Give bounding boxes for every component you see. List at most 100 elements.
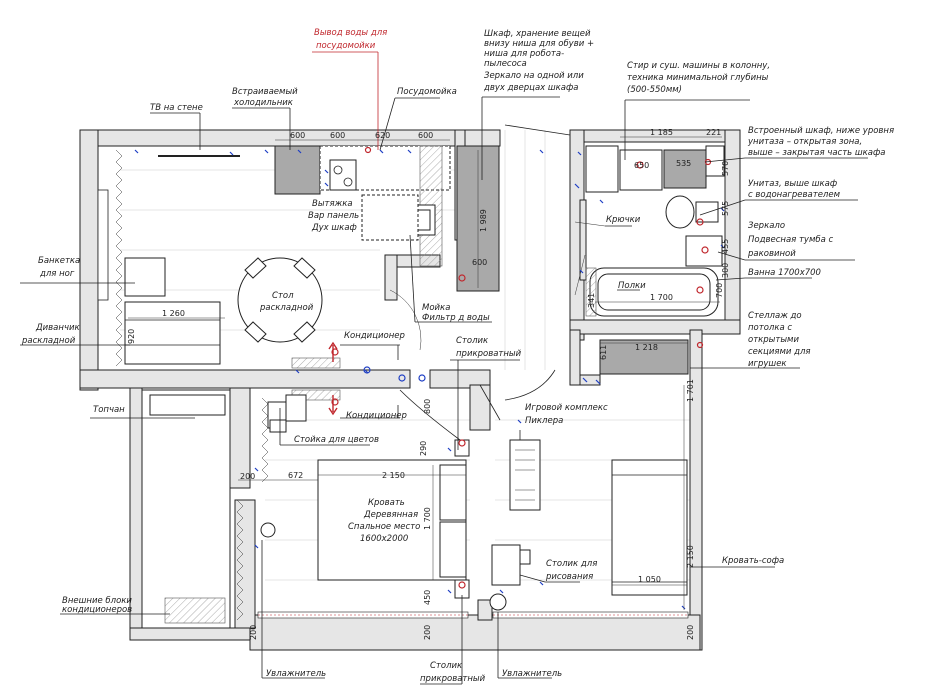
label-ext-ac-2: кондиционеров <box>62 605 132 615</box>
small-sofa <box>124 301 221 365</box>
sockets <box>134 149 725 610</box>
label-bed-4: 1600х2000 <box>360 534 408 544</box>
label-topchan: Топчан <box>93 405 125 415</box>
loggia <box>141 389 244 629</box>
label-dishwasher: Посудомойка <box>397 87 457 97</box>
dim-d200: 200 <box>240 472 255 481</box>
windows <box>115 149 689 619</box>
doors <box>389 124 586 441</box>
dim-d450: 450 <box>423 590 432 605</box>
label-flower: Стойка для цветов <box>294 435 379 445</box>
dim-d290: 290 <box>419 441 428 456</box>
label-drawing-2: рисования <box>545 572 593 582</box>
dim-b341: 341 <box>587 293 596 308</box>
label-bed-1: Кровать <box>368 498 405 508</box>
dim-s920: 920 <box>127 329 136 344</box>
label-rack-3: открытыми <box>748 335 799 345</box>
label-wardrobe-1: Шкаф, хранение вещей <box>484 29 591 39</box>
label-bedside1-1: Столик <box>456 336 489 346</box>
label-sofa-small-1: Диванчик <box>35 323 80 333</box>
label-fridge-1: Встраиваемый <box>232 87 298 97</box>
label-bed-2: Деревянная <box>363 510 418 520</box>
bathroom <box>585 145 725 317</box>
label-bath: Ванна 1700х700 <box>748 268 821 278</box>
label-shelves: Полки <box>618 281 646 291</box>
flower-stand <box>267 394 307 433</box>
label-washer-1: Стир и суш. машины в колонну, <box>627 61 770 71</box>
label-humid2: Увлажнитель <box>502 669 562 679</box>
dim-d200c: 200 <box>423 625 432 640</box>
external-ac <box>164 597 226 624</box>
label-ext-ac-1: Внешние блоки <box>62 596 132 606</box>
label-mirror-2: Подвесная тумба с <box>748 235 834 245</box>
label-sink-2: Фильтр д воды <box>422 313 490 323</box>
label-wardrobe-5: Зеркало на одной или <box>484 71 584 81</box>
bath-sink <box>685 235 723 267</box>
dim-b650: 650 <box>634 161 649 170</box>
label-sofa-bed: Кровать-софа <box>722 556 784 566</box>
dim-b221: 221 <box>706 128 721 137</box>
dim-r1701: 1 701 <box>686 379 695 402</box>
label-fridge-2: холодильник <box>233 98 294 108</box>
dimension-lines <box>128 136 726 610</box>
label-hood-2: Вар панель <box>308 211 359 221</box>
label-wardrobe-2: внизу ниша для обуви + <box>484 39 594 49</box>
bench <box>124 257 166 297</box>
label-wardrobe-4: пылесоса <box>484 59 527 69</box>
dim-b1700: 1 700 <box>650 293 673 302</box>
label-ac-1: Кондиционер <box>344 331 405 341</box>
label-wardrobe-3: ниша для робота- <box>484 49 564 59</box>
dim-b455: 455 <box>721 239 730 254</box>
dim-c2150: 2 150 <box>686 545 695 568</box>
dim-d200d: 200 <box>686 625 695 640</box>
dim-k600b: 600 <box>330 131 345 140</box>
labels: Вывод воды для посудомойки ТВ на стене В… <box>21 28 894 684</box>
dim-b1185: 1 185 <box>650 128 673 137</box>
leaders <box>20 51 868 685</box>
dimensions: 600 600 620 600 1 989 600 1 185 221 650 … <box>127 128 730 640</box>
label-play-2: Пиклера <box>525 416 563 426</box>
label-hooks: Крючки <box>606 215 641 225</box>
dim-b575: 575 <box>721 201 730 216</box>
humidifier-1 <box>260 522 276 538</box>
label-drawing-1: Столик для <box>546 559 597 569</box>
toilet <box>665 195 695 229</box>
label-washer-2: техника минимальной глубины <box>627 73 769 83</box>
label-toilet-1: Унитаз, выше шкаф <box>748 179 837 189</box>
label-hood-1: Вытяжка <box>312 199 353 209</box>
child-room <box>491 439 688 596</box>
label-mirror-1: Зеркало <box>748 221 785 231</box>
label-play-1: Игровой комплекс <box>525 403 608 413</box>
label-water-outlet-2: посудомойки <box>316 41 376 51</box>
dim-b700: 700 <box>715 283 724 298</box>
label-table-1: Стол <box>272 291 294 301</box>
dim-s1260: 1 260 <box>162 309 185 318</box>
label-rack-2: потолка с <box>748 323 792 333</box>
pikler <box>509 439 541 511</box>
dim-w600: 600 <box>472 258 487 267</box>
label-ac-2: Кондиционер <box>346 411 407 421</box>
label-hood-3: Дух шкаф <box>311 223 357 233</box>
label-mirror-3: раковиной <box>747 249 796 259</box>
label-rack-1: Стеллаж до <box>748 311 802 321</box>
dim-k600c: 600 <box>418 131 433 140</box>
dim-d800: 800 <box>423 399 432 414</box>
drawing-table <box>491 544 521 586</box>
label-tv: ТВ на стене <box>150 103 203 113</box>
label-humid1: Увлажнитель <box>266 669 326 679</box>
dim-c1050: 1 050 <box>638 575 661 584</box>
label-washer-3: (500-550мм) <box>627 85 682 95</box>
label-bench-2: для ног <box>39 269 75 279</box>
dim-b300: 300 <box>721 263 730 278</box>
label-bed-3: Спальное место <box>348 522 420 532</box>
dim-r1218: 1 218 <box>635 343 658 352</box>
label-toilet-2: с водонагревателем <box>748 190 841 200</box>
label-sofa-small-2: раскладной <box>21 336 76 346</box>
label-rack-5: игрушек <box>748 359 787 369</box>
dim-r611: 611 <box>599 345 608 360</box>
label-sink-1: Мойка <box>422 303 450 313</box>
dining-table <box>237 257 323 343</box>
label-bath-cabinet-1: Встроенный шкаф, ниже уровня <box>748 126 894 136</box>
